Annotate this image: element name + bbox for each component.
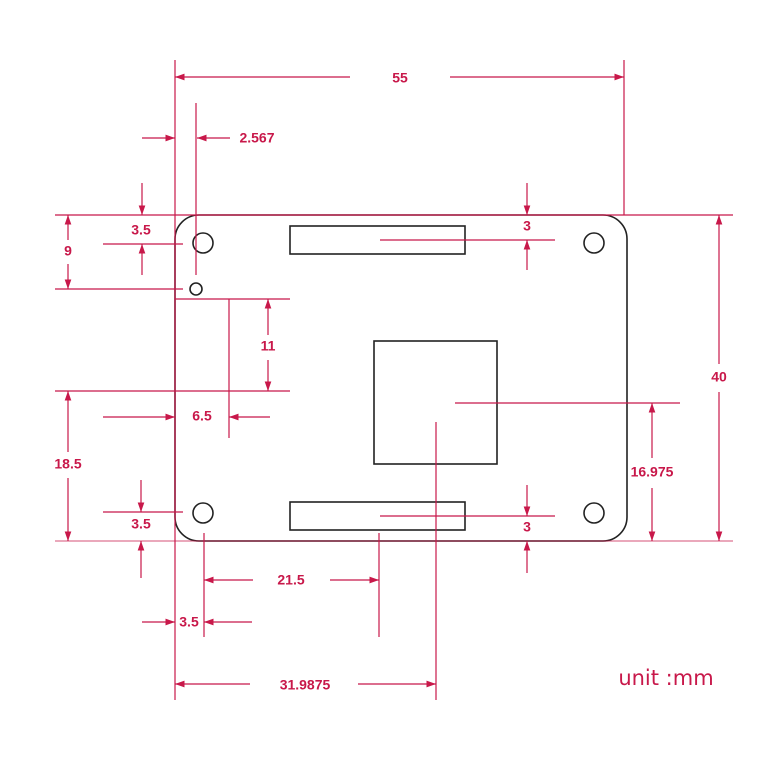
dim-side-gap-bottom-offset: 18.5 bbox=[54, 456, 81, 472]
dim-small-hole-offset-y: 9 bbox=[64, 243, 72, 259]
mounting-hole-top-left bbox=[192, 232, 214, 254]
board-outline bbox=[174, 214, 628, 542]
extension-lines bbox=[55, 60, 733, 700]
dim-side-gap-depth: 6.5 bbox=[192, 408, 212, 424]
dim-top-hole-offset-y: 3.5 bbox=[131, 222, 151, 238]
mounting-hole-top-right bbox=[583, 232, 605, 254]
dim-top-connector-offset: 3 bbox=[523, 218, 531, 234]
dimension-arrows bbox=[64, 73, 723, 688]
board bbox=[174, 214, 628, 542]
mounting-hole-bottom-right bbox=[583, 502, 605, 524]
dim-connector-offset-x: 21.5 bbox=[277, 572, 304, 588]
dim-overall-width: 55 bbox=[392, 70, 408, 86]
dim-bottom-connector-offset: 3 bbox=[523, 519, 531, 535]
dim-small-hole-offset-x: 2.567 bbox=[239, 130, 274, 146]
dim-overall-height: 40 bbox=[711, 369, 727, 385]
mounting-hole-bottom-left bbox=[192, 502, 214, 524]
dimension-labels: 55 2.567 3.5 9 11 6.5 18.5 3.5 21.5 3.5 … bbox=[54, 70, 727, 693]
small-hole bbox=[189, 282, 203, 296]
dim-bottom-hole-offset-y: 3.5 bbox=[131, 516, 151, 532]
dim-chip-center-y: 16.975 bbox=[631, 464, 674, 480]
unit-label: unit :mm bbox=[618, 666, 713, 690]
dim-chip-center-x: 31.9875 bbox=[280, 677, 331, 693]
dim-bottom-hole-offset-x: 3.5 bbox=[179, 614, 199, 630]
dim-side-gap-height: 11 bbox=[261, 338, 276, 354]
